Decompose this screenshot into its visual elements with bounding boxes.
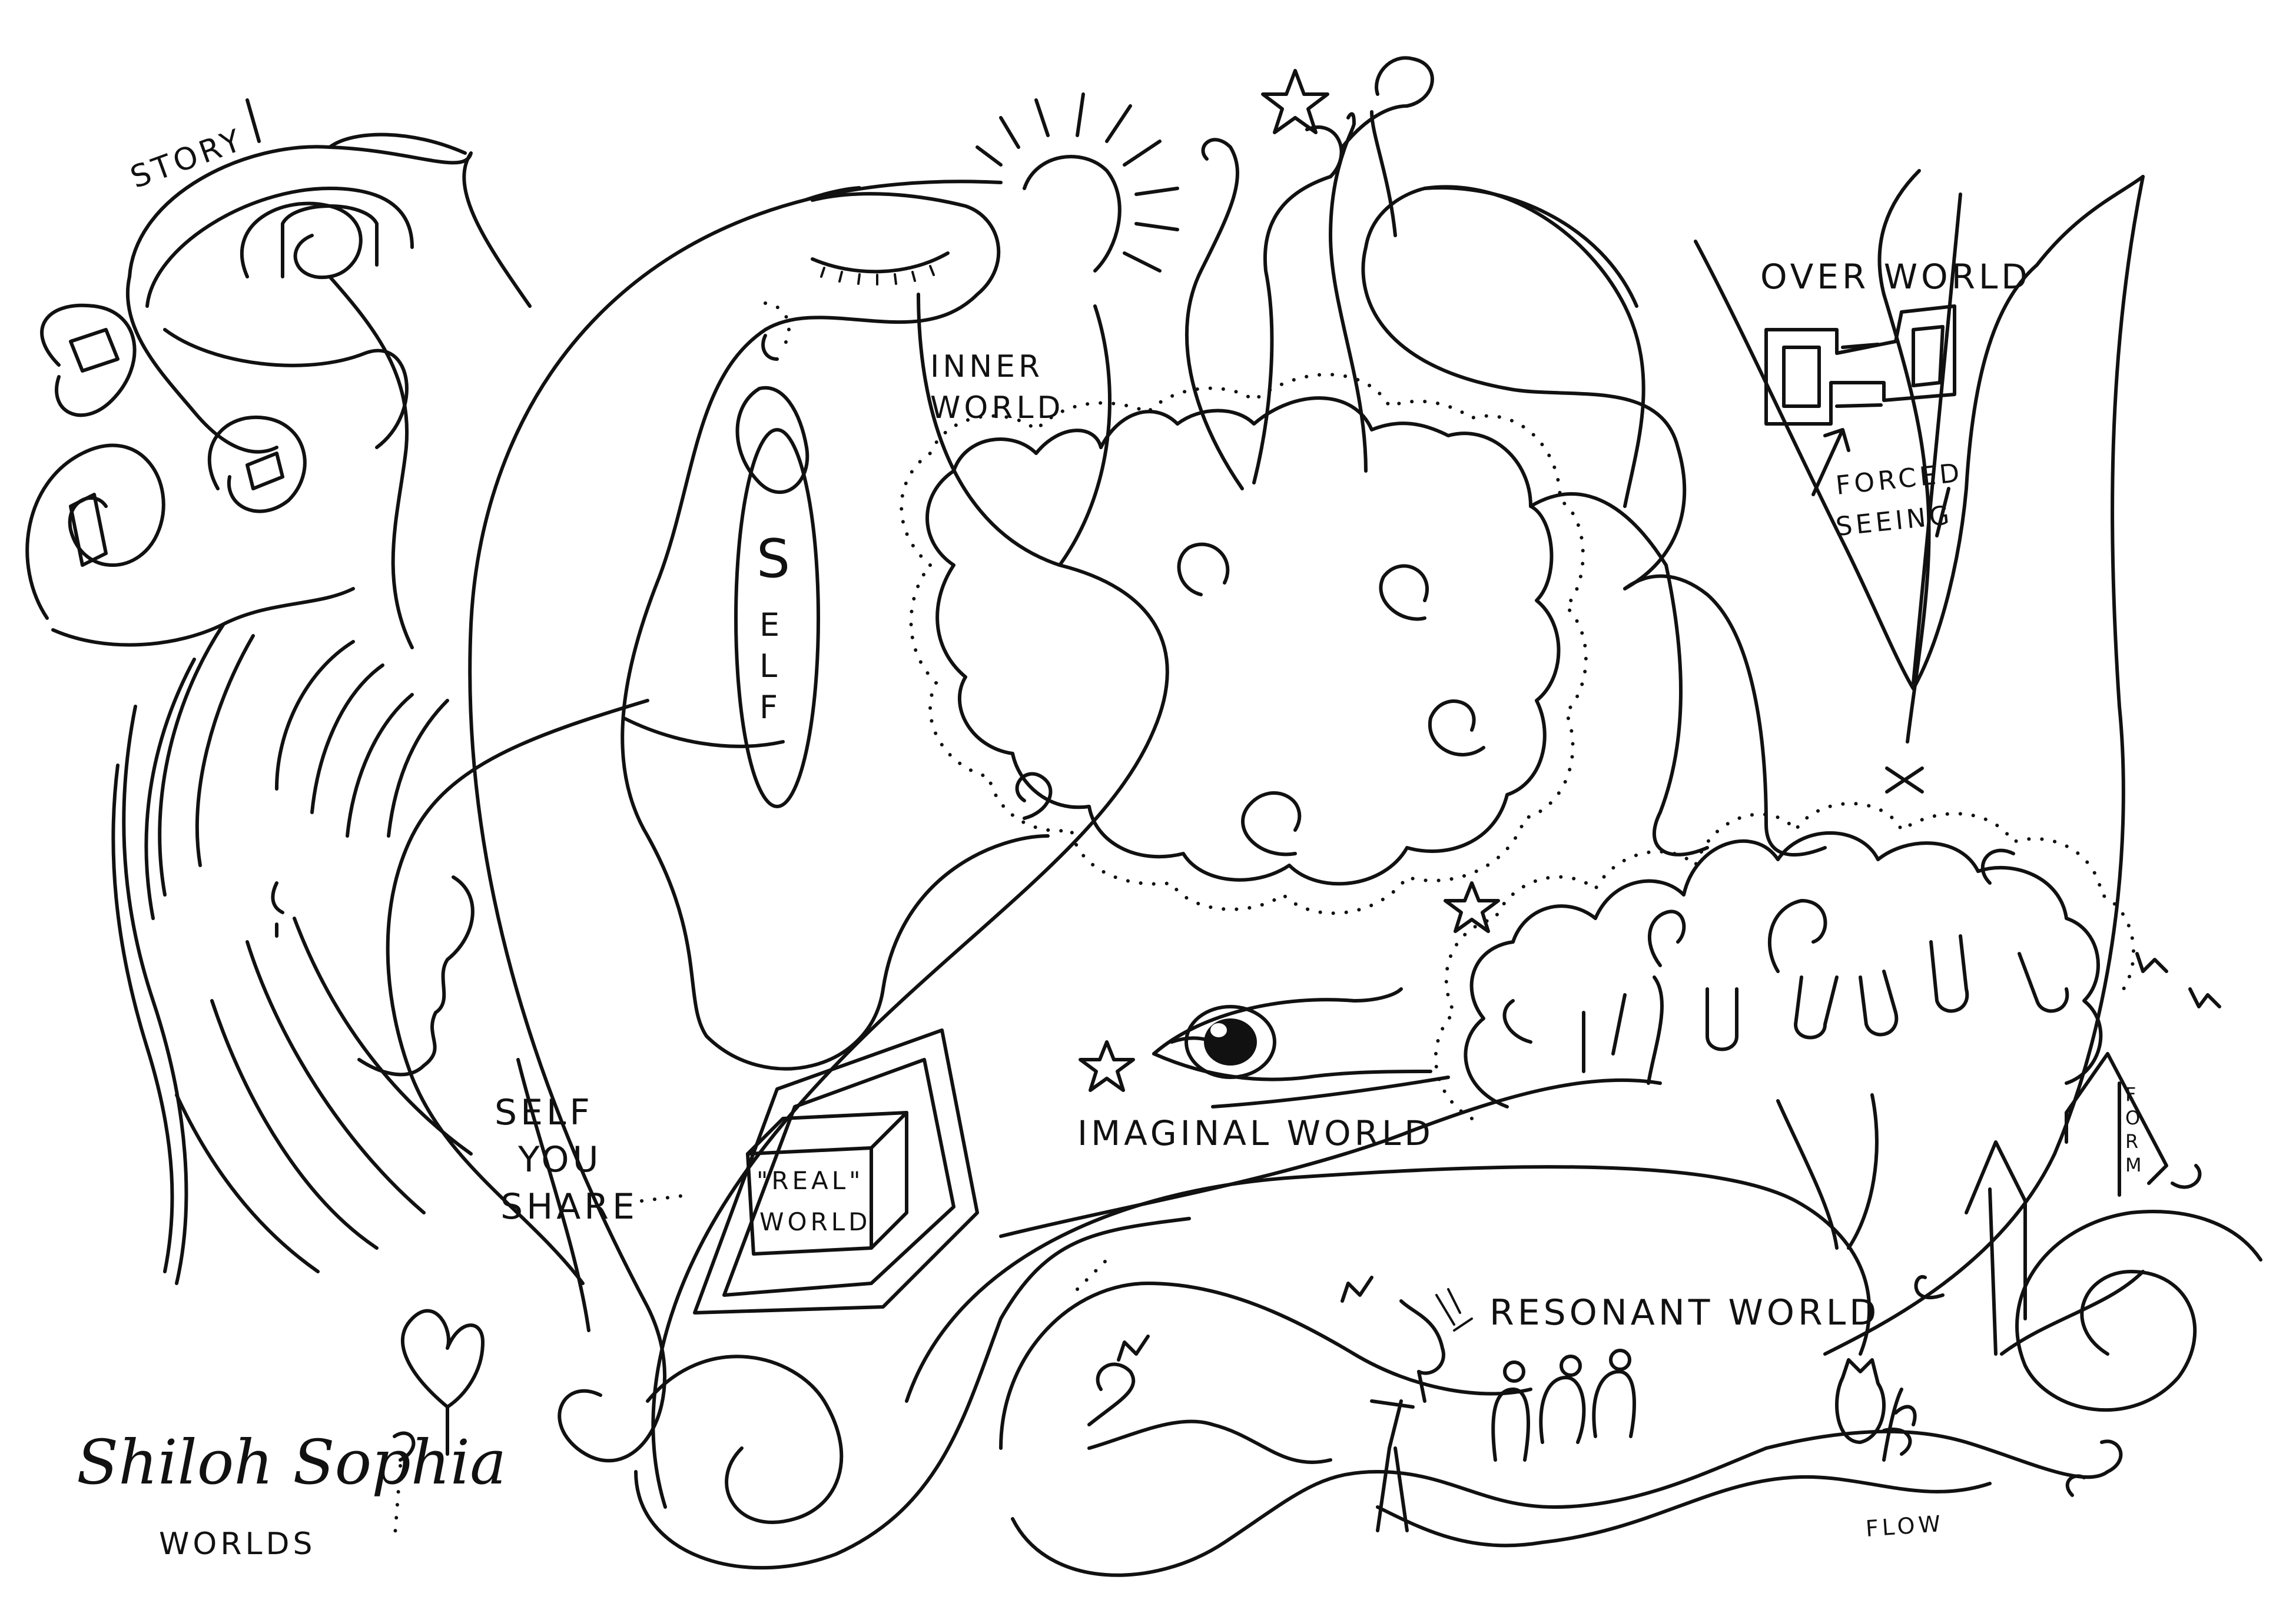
over-world-loop [1361,169,2145,1356]
star-icon [1079,1040,1135,1092]
resonant-world-label: RESONANT WORLD [1489,1292,1880,1333]
bird-icon [2135,952,2168,973]
form-letter-m: M [2125,1154,2145,1176]
bird-icon [2188,987,2221,1008]
star-icon [1444,881,1500,933]
tree-icon [1434,802,2135,1250]
worlds-title: WORLDS [159,1526,316,1562]
real-world-label-2: WORLD [759,1207,871,1236]
plant-icon [1882,1388,1917,1462]
self-letter-l: L [759,648,781,685]
self-you-share-label-2: YOU [517,1139,602,1180]
eye-icon [1152,987,1432,1081]
cloud-icon [900,373,1588,915]
scroll-icon [25,443,165,620]
building-icon [1965,1052,2202,1356]
forced-seeing-label-1: FORCED [1834,458,1965,501]
signature: Shiloh Sophia [77,1426,506,1498]
form-letter-f: F [2125,1083,2139,1106]
form-letter-o: O [2125,1107,2144,1129]
form-letter-r: R [2125,1130,2142,1153]
bird-icon [1341,1276,1373,1303]
cat-icon [1835,1358,1912,1456]
over-world-label: OVER WORLD [1760,257,2031,297]
inner-world-label-1: INNER [930,349,1043,384]
arrow-up-icon [1811,428,1850,496]
story-label: STORY [126,122,249,195]
people-group-icon [1491,1349,1636,1462]
self-figure [734,301,820,808]
self-letter-s: S [757,528,794,590]
flow-label: FLOW [1865,1511,1945,1542]
self-letter-e: E [759,606,783,643]
spiral-icon [2015,1210,2262,1412]
cube-icon [693,1028,979,1315]
self-you-share-label-1: SELF [495,1092,593,1133]
bird-icon [1117,1335,1150,1362]
story-scrolls [25,132,532,649]
over-world-frame-icon [1764,304,1956,426]
heart-icon [400,1309,485,1456]
sun-icon [976,92,1179,273]
scroll-icon [40,303,137,417]
person-icon [1370,1288,1473,1532]
closed-eye-icon [811,251,950,286]
self-you-share-label-3: SHARE [500,1186,638,1227]
swirl-streams [1185,56,1434,490]
imaginal-world-label: IMAGINAL WORLD [1077,1113,1434,1153]
star-icon [1261,69,1329,134]
scroll-icon [207,415,307,513]
head-outline [468,180,1169,1509]
real-world-label-1: "REAL" [757,1166,864,1195]
self-letter-f: F [759,689,781,726]
inner-world-label-2: WORLD [930,390,1064,426]
hair-streams [111,622,785,1332]
scroll-icon [128,145,532,308]
face-profile [271,875,475,1077]
